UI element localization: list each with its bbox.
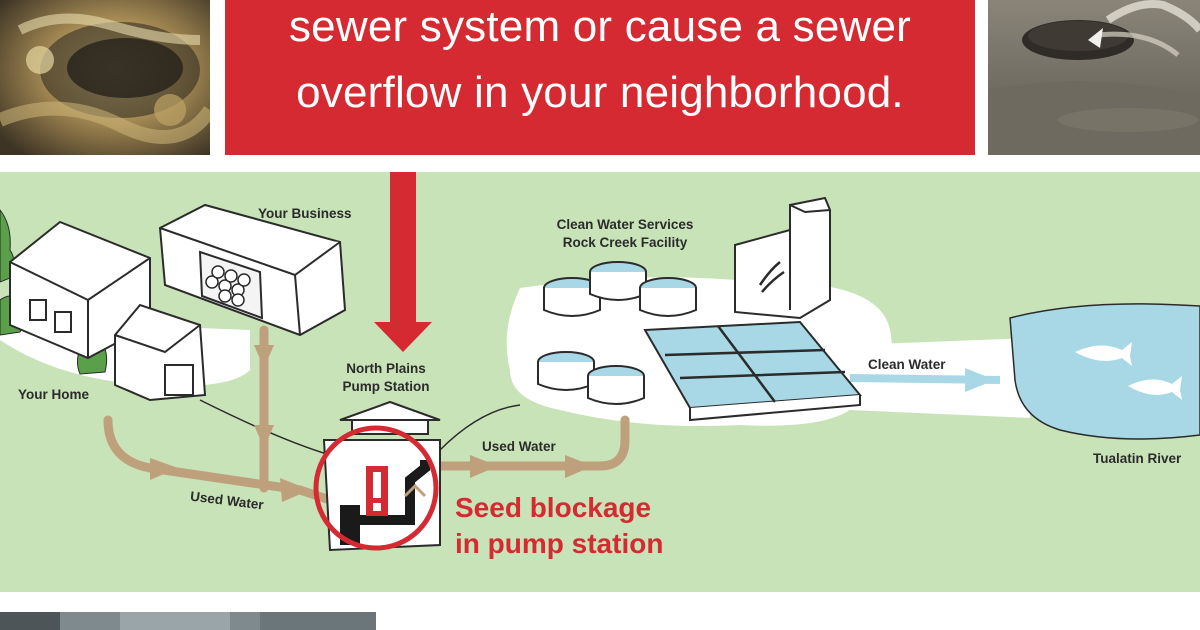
tualatin-river-label: Tualatin River <box>1093 451 1182 466</box>
your-home-label: Your Home <box>18 387 90 402</box>
tank-icon <box>537 351 595 391</box>
banner-line-1: sewer system or cause a sewer <box>288 2 911 51</box>
blockage-highlight-circle <box>313 425 439 551</box>
tank-icon <box>589 261 647 301</box>
home-building <box>9 220 207 402</box>
fish-icon <box>1128 376 1182 400</box>
banner-line-2: overflow in your neighborhood. <box>296 68 904 117</box>
blockage-alert-text: Seed blockage in pump station <box>455 490 663 562</box>
blockage-alert-line-1: Seed blockage <box>455 492 652 523</box>
used-water-label: Used Water <box>482 439 556 454</box>
facility-building <box>734 196 831 320</box>
grease-pipe-image <box>0 0 210 155</box>
facility-label: Clean Water Services Rock Creek Facility <box>540 216 710 252</box>
north-plains-label-line-2: Pump Station <box>342 379 430 394</box>
warning-banner: sewer system or cause a sewer overflow i… <box>225 0 975 155</box>
flow-arrows <box>150 345 593 502</box>
treatment-tanks <box>537 261 697 405</box>
blockage-alert-line-2: in pump station <box>455 528 664 559</box>
cws-logo-icon <box>758 261 785 293</box>
tank-icon <box>639 277 697 317</box>
manhole-overflow-image <box>988 0 1200 155</box>
exclamation-icon <box>366 466 388 516</box>
clean-water-label: Clean Water <box>868 357 946 372</box>
pump-station <box>313 400 441 552</box>
north-plains-label: North Plains Pump Station <box>336 360 436 396</box>
facility-label-line-1: Clean Water Services <box>556 217 694 232</box>
callout-arrow <box>374 172 432 352</box>
facility-label-line-2: Rock Creek Facility <box>562 235 688 250</box>
clean-water-arrow <box>965 368 995 392</box>
north-plains-label-line-1: North Plains <box>346 361 426 376</box>
bottom-photo-image <box>0 612 376 630</box>
business-building <box>158 203 347 337</box>
sewer-system-diagram <box>0 172 1200 592</box>
sewer-line <box>199 399 521 456</box>
tank-icon <box>587 365 645 405</box>
manhole-overflow-photo <box>988 0 1200 155</box>
your-business-label: Your Business <box>258 206 352 221</box>
settling-basins <box>643 320 862 422</box>
grease-pipe-photo <box>0 0 210 155</box>
fish-icon <box>1075 342 1132 366</box>
bottom-photo <box>0 612 376 630</box>
tualatin-river-shape <box>1009 303 1200 440</box>
